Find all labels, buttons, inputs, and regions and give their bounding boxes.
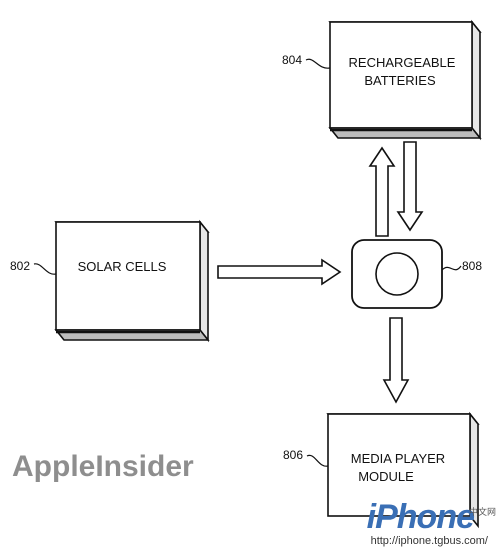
media-box	[326, 411, 480, 529]
batteries-label-line2: BATTERIES	[364, 73, 436, 88]
controller-device	[351, 239, 443, 309]
batteries-leader-line	[305, 58, 331, 69]
brand-tag: 中文网	[468, 507, 496, 517]
media-label-line2: MODULE	[358, 469, 414, 484]
arrow-up	[368, 146, 396, 237]
arrows-battery-controller	[368, 141, 424, 237]
batteries-ref-number: 804	[282, 53, 302, 67]
controller-ref-number: 808	[462, 259, 482, 273]
media-leader-line	[306, 454, 329, 467]
controller-leader-line	[441, 265, 462, 271]
arrow-controller-to-media	[382, 317, 410, 404]
brand-url: http://iphone.tgbus.com/	[370, 535, 488, 547]
arrow-solar-to-controller	[217, 258, 342, 286]
appleinsider-watermark: AppleInsider	[12, 450, 194, 483]
media-label-line1: MEDIA PLAYER	[351, 451, 445, 466]
batteries-box	[328, 19, 482, 141]
media-ref-number: 806	[283, 448, 303, 462]
solar-ref-number: 802	[10, 259, 30, 273]
solar-leader-line	[33, 263, 57, 275]
solar-label: SOLAR CELLS	[78, 259, 167, 274]
solar-box	[54, 219, 210, 343]
arrow-down	[396, 141, 424, 232]
iphone-brand-logo: iPhone	[366, 498, 475, 536]
batteries-label-line1: RECHARGEABLE	[349, 55, 456, 70]
